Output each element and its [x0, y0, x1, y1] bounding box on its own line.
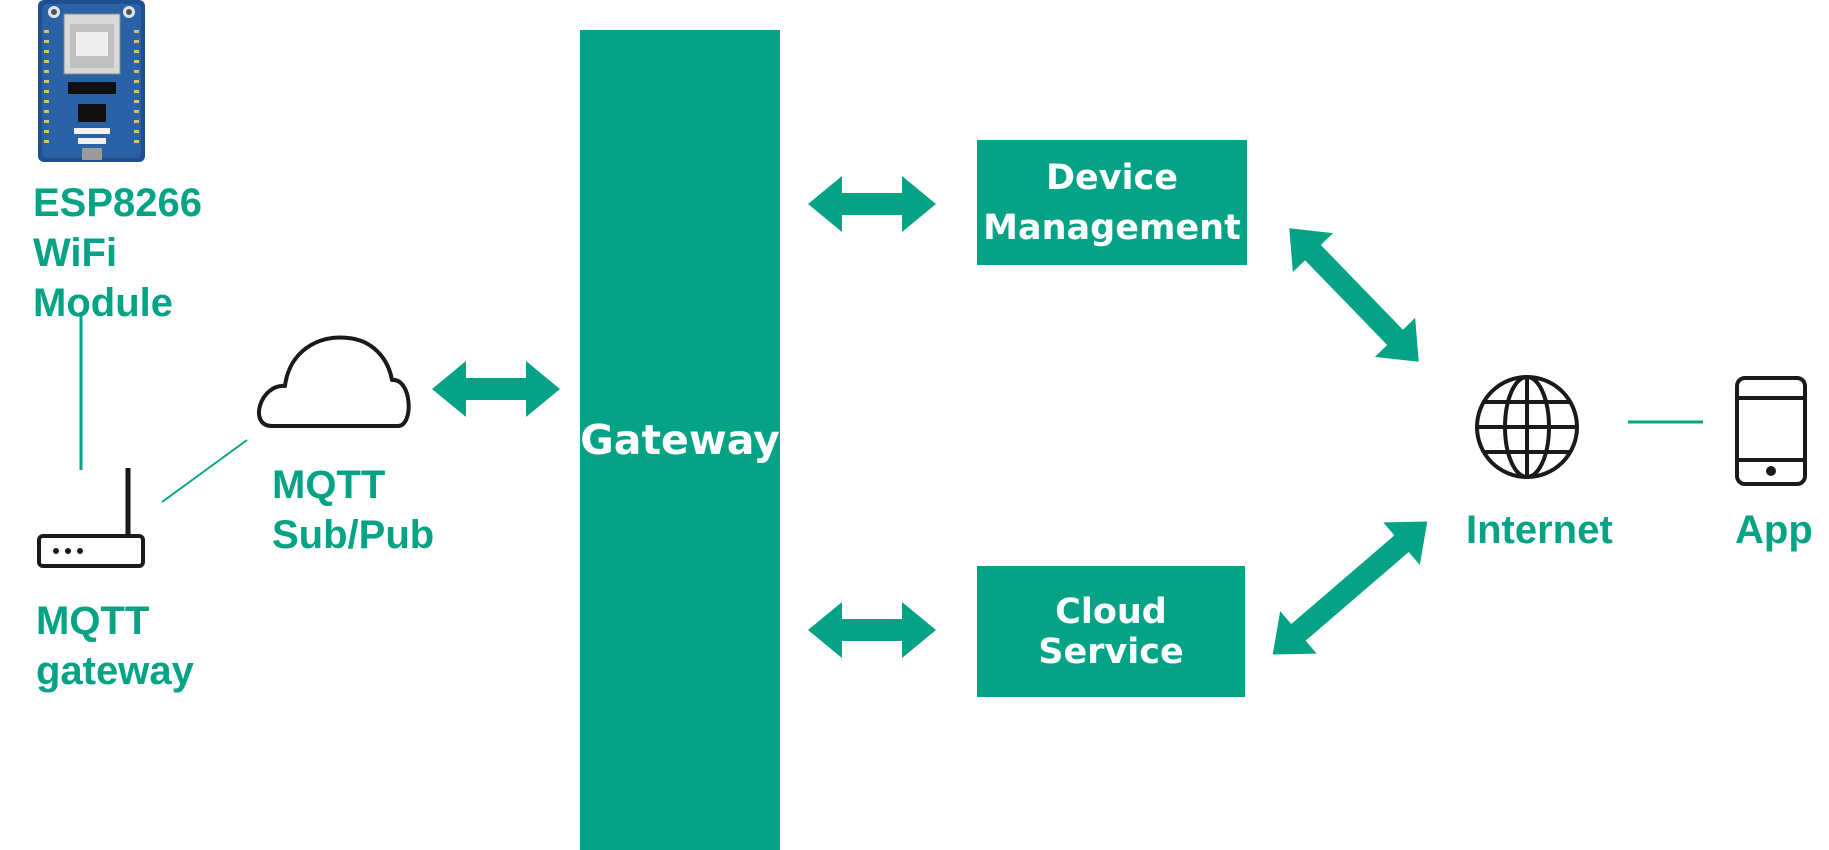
router-icon — [37, 468, 145, 568]
cloud-icon — [257, 335, 411, 428]
arrow-device-management-internet-shape — [1289, 228, 1419, 362]
device-management-line-1: Device — [1045, 157, 1179, 198]
mqtt-gateway-label-line-1: MQTT — [36, 599, 150, 643]
arrow-device-management-internet-group — [1289, 228, 1419, 362]
mqtt-subpub-label: MQTT Sub/Pub — [272, 460, 434, 560]
gateway-box-label: Gateway — [580, 416, 780, 464]
mqtt-gateway-label: MQTT gateway — [36, 596, 194, 696]
app-label: App — [1735, 505, 1813, 555]
mqtt-subpub-label-line-2: Sub/Pub — [272, 513, 435, 557]
esp8266-label-line-2: WiFi — [33, 231, 118, 275]
arrow-mqtt-gateway — [432, 361, 560, 417]
app-label-text: App — [1735, 508, 1813, 552]
router-to-cloud-connector — [161, 439, 248, 503]
internet-label: Internet — [1466, 505, 1613, 555]
arrow-gateway-device-management — [808, 176, 936, 232]
esp8266-board-icon — [38, 0, 145, 162]
mqtt-gateway-label-line-2: gateway — [36, 649, 194, 693]
smartphone-icon — [1735, 376, 1807, 486]
arrow-cloud-service-internet-group — [1272, 521, 1428, 655]
device-management-box: Device Management — [977, 140, 1247, 265]
arrow-cloud-service-internet-shape — [1272, 521, 1428, 655]
cloud-service-box: Cloud Service — [977, 566, 1245, 697]
globe-icon — [1475, 375, 1579, 479]
cloud-service-label: Cloud Service — [1038, 591, 1184, 672]
internet-label-text: Internet — [1466, 508, 1613, 552]
gateway-box: Gateway — [580, 30, 780, 850]
esp8266-label-line-1: ESP8266 — [33, 181, 203, 225]
arrow-gateway-cloud-service — [808, 602, 936, 658]
esp8266-label: ESP8266 WiFi Module — [33, 178, 202, 328]
device-management-line-2: Management — [983, 207, 1241, 248]
mqtt-subpub-label-line-1: MQTT — [272, 463, 386, 507]
esp8266-label-line-3: Module — [33, 281, 173, 325]
